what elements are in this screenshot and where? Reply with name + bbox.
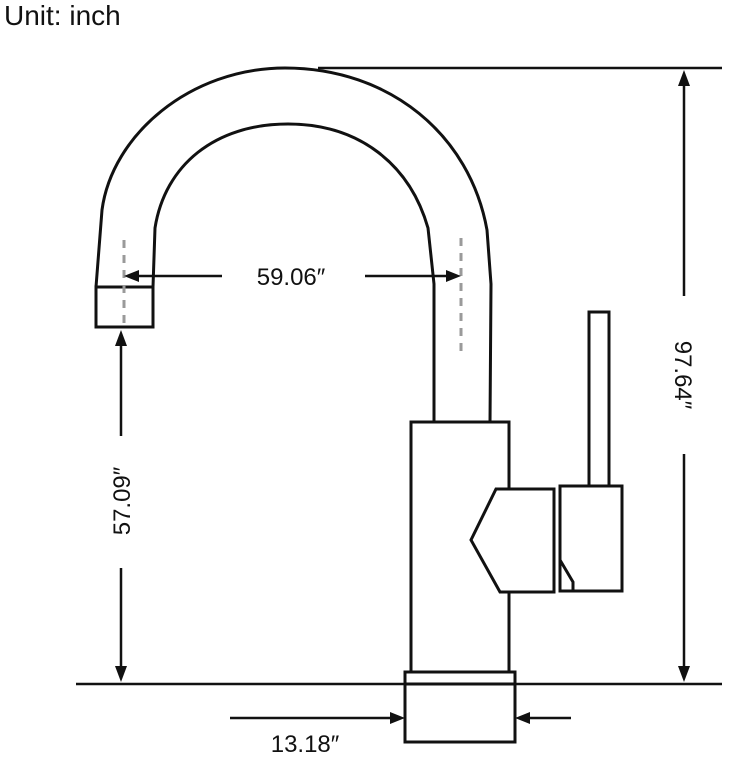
base-right-arrowhead (515, 712, 530, 724)
spout-reach-label: 59.06″ (257, 264, 326, 291)
reach-right-arrowhead (446, 270, 461, 282)
handle-base-right (558, 484, 624, 593)
handle-joint-line (558, 559, 575, 591)
base-width-label: 13.18″ (271, 731, 340, 758)
spout-outer-curve (94, 66, 493, 425)
unit-label: Unit: inch (4, 0, 121, 31)
spout-height-dimension: 57.09″ (109, 330, 136, 682)
height-bottom-arrowhead (115, 666, 127, 682)
mounting-base-top (403, 670, 517, 686)
total-bottom-arrowhead (678, 666, 690, 682)
spout-inner-curve (151, 122, 436, 424)
total-height-dimension: 97.64″ (669, 70, 696, 682)
spout-reach-dimension: 59.06″ (124, 264, 461, 291)
total-top-arrowhead (678, 70, 690, 86)
faucet-outline (94, 66, 624, 744)
base-width-dimension: 13.18″ (230, 712, 571, 758)
handle-lever (587, 310, 611, 488)
mounting-base-bottom (403, 682, 517, 744)
height-top-arrowhead (115, 330, 127, 346)
base-left-arrowhead (390, 712, 405, 724)
handle-base-left (469, 487, 556, 594)
spout-height-label: 57.09″ (109, 466, 136, 535)
total-height-label: 97.64″ (669, 341, 696, 410)
reach-left-arrowhead (124, 270, 139, 282)
